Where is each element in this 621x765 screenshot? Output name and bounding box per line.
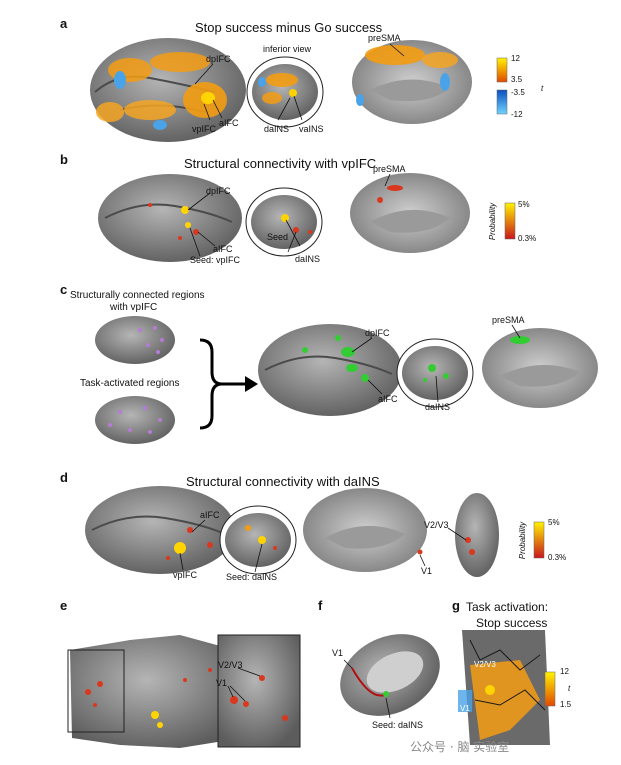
panel-g-cbar-min: 1.5 [560,700,572,709]
panel-a-inferior-view [246,56,324,128]
panel-a-medial-brain [352,40,472,124]
panel-f-tractography [340,634,440,716]
panel-c-label-presma: preSMA [492,315,525,325]
panel-a-cbar-max: 12 [511,54,520,63]
panel-d-label-vpifc: vpIFC [173,570,198,580]
panel-d-medial-brain [303,488,427,572]
panel-d-inferior-view [219,505,297,575]
panel-e-zoom [217,634,301,748]
panel-d-cbar-min: 0.3% [548,553,567,562]
panel-g-title-1: Task activation: [466,600,549,614]
panel-b-label-presma: preSMA [373,164,406,174]
panel-b-medial-brain [350,173,470,253]
panel-d-cbar-max: 5% [548,518,560,527]
panel-a-label-vains: vaINS [299,124,324,134]
panel-c-bracket-arrow [199,338,258,430]
panel-c-top-label-2: with vpIFC [110,302,158,313]
panel-g-label-v1: V1 [460,704,470,713]
panel-e-label-v23: V2/V3 [218,660,243,670]
panel-d-colorbar [533,521,545,559]
panel-c-letter: c [60,282,68,297]
panel-c-small-brain-top [95,316,175,364]
panel-c-small-brain-bottom [95,396,175,444]
panel-b-label-seed-inset: Seed [267,232,289,242]
panel-b-inferior-view [245,187,323,257]
panel-b-cbar-min: 0.3% [518,234,537,243]
panel-f-label-v1: V1 [332,648,344,658]
panel-c-label-aifc: aIFC [378,394,398,404]
panel-b-label-dains: daINS [295,254,321,264]
panel-e-flatmap [67,635,240,748]
panel-g-cbar-max: 12 [560,667,569,676]
panel-d-label-seed: Seed: daINS [226,572,278,582]
panel-e-pointers [227,667,261,702]
panel-g-title-2: Stop success [476,616,548,630]
panel-d-letter: d [60,470,68,485]
panel-b-label-aifc: aIFC [213,244,233,254]
panel-g-cbar-unit: t [568,684,571,693]
panel-a-label-dpifc: dpIFC [206,54,231,64]
panel-d-posterior-view [455,493,499,577]
panel-a-pointers [194,43,405,121]
panel-c-top-label-1: Structurally connected regions [70,290,205,301]
panel-d-cbar-unit: Probability [518,521,528,560]
panel-d-lateral-brain [85,486,235,574]
panel-a-letter: a [60,16,68,31]
panel-d-title: Structural connectivity with daINS [186,474,380,489]
panel-a-label-presma: preSMA [368,33,401,43]
watermark: 公众号 · 脑 实验室 [410,740,510,754]
panel-b-cbar-unit: Probability [488,202,498,241]
panel-a-label-aifc: aIFC [219,118,239,128]
panel-d-pointers [179,519,467,573]
panel-a-colorbar [496,57,508,115]
panel-d-label-aifc: aIFC [200,510,220,520]
panel-g-label-v23: V2/V3 [474,660,496,669]
panel-f-label-seed: Seed: daINS [372,720,424,730]
panel-c-bottom-label: Task-activated regions [80,378,180,389]
panel-c-lateral-brain [258,324,402,416]
panel-f-pointers [343,659,391,719]
panel-c-medial-brain [482,328,598,408]
panel-a-title: Stop success minus Go success [195,20,383,35]
panel-g-letter: g [452,598,460,613]
panel-a-lateral-brain [90,38,246,142]
panel-e-label-v1: V1 [216,678,228,688]
panel-b-letter: b [60,152,68,167]
panel-c-inferior-view [396,338,474,408]
panel-b-colorbar [504,202,516,240]
panel-e-letter: e [60,598,68,613]
panel-b-label-seed: Seed: vpIFC [190,255,241,265]
panel-c-label-dains: daINS [425,402,451,412]
panel-a-label-dains: daINS [264,124,290,134]
panel-b-title: Structural connectivity with vpIFC [184,156,377,171]
panel-c-pointers [351,324,521,403]
panel-b-label-dpifc: dpIFC [206,186,231,196]
panel-d-label-v23: V2/V3 [424,520,449,530]
panel-g-colorbar [544,671,556,707]
panel-b-pointers [187,173,391,257]
panel-c-label-dpifc: dpIFC [365,328,390,338]
panel-d-label-v1: V1 [421,566,433,576]
panel-a-inset-label: inferior view [263,44,312,54]
panel-f-letter: f [318,598,323,613]
panel-a-cbar-minneg: -12 [511,110,523,119]
panel-a-cbar-maxneg: -3.5 [511,88,525,97]
panel-a-cbar-unit: t [541,84,544,93]
panel-b-cbar-max: 5% [518,200,530,209]
panel-a-label-vpifc: vpIFC [192,124,217,134]
panel-a-cbar-minpos: 3.5 [511,75,523,84]
panel-g-flatmap [458,630,550,745]
